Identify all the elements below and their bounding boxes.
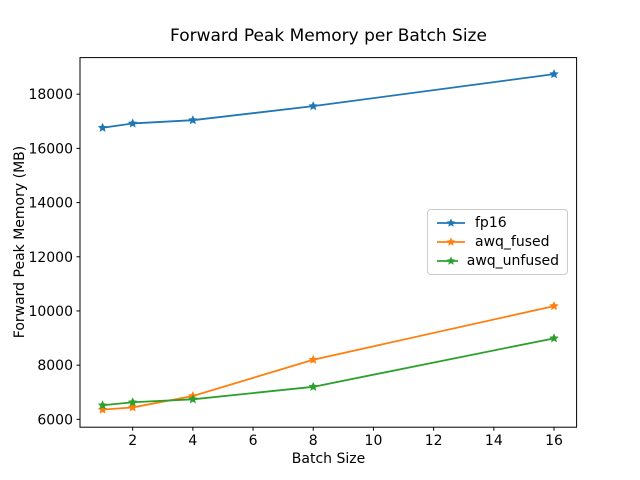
series-marker-awq_fused bbox=[97, 404, 108, 414]
legend-label-awq_unfused: awq_unfused bbox=[466, 252, 559, 269]
x-tick-label: 10 bbox=[365, 433, 383, 449]
series-marker-awq_unfused bbox=[308, 381, 319, 391]
x-axis-label: Batch Size bbox=[291, 451, 366, 467]
y-axis-label: Forward Peak Memory (MB) bbox=[12, 145, 28, 339]
star-icon bbox=[446, 256, 456, 265]
series-line-fp16 bbox=[102, 73, 555, 129]
series-marker-fp16 bbox=[188, 115, 198, 125]
y-tick-label: 8000 bbox=[37, 358, 73, 374]
series-marker-awq_fused bbox=[549, 301, 559, 311]
y-tick-label: 16000 bbox=[28, 141, 73, 157]
y-tick-label: 6000 bbox=[37, 412, 73, 428]
star-icon bbox=[446, 237, 456, 246]
y-tick-label: 18000 bbox=[28, 87, 73, 103]
series-marker-awq_fused bbox=[308, 354, 319, 364]
series-marker-awq_unfused bbox=[188, 394, 198, 404]
x-tick-label: 16 bbox=[545, 433, 563, 449]
chart-title: Forward Peak Memory per Batch Size bbox=[170, 26, 487, 46]
series-line-awq_fused bbox=[102, 305, 555, 411]
x-tick-label: 14 bbox=[485, 433, 503, 449]
series-line-awq_unfused bbox=[102, 337, 555, 407]
x-tick-label: 8 bbox=[309, 433, 318, 449]
legend-label-fp16: fp16 bbox=[475, 215, 507, 232]
series-marker-fp16 bbox=[127, 118, 138, 128]
x-tick-label: 2 bbox=[128, 433, 137, 449]
x-tick-label: 6 bbox=[249, 433, 258, 449]
legend-item-fp16: fp16 bbox=[436, 216, 559, 230]
series-marker-fp16 bbox=[97, 122, 108, 132]
y-tick-label: 14000 bbox=[28, 196, 73, 212]
series-marker-awq_fused bbox=[127, 402, 138, 412]
series-marker-awq_unfused bbox=[549, 333, 559, 343]
x-tick-label: 4 bbox=[188, 433, 197, 449]
legend-item-awq_unfused: awq_unfused bbox=[436, 254, 559, 268]
x-tick-label: 12 bbox=[425, 433, 443, 449]
series-marker-fp16 bbox=[308, 101, 319, 111]
legend-swatch-fp16 bbox=[437, 218, 465, 228]
series-marker-fp16 bbox=[549, 69, 559, 79]
legend-item-awq_fused: awq_fused bbox=[436, 235, 559, 249]
star-icon bbox=[446, 218, 456, 228]
y-tick-label: 12000 bbox=[28, 250, 73, 266]
legend-label-awq_fused: awq_fused bbox=[475, 233, 550, 250]
y-tick-label: 10000 bbox=[28, 304, 73, 320]
legend-swatch-awq_unfused bbox=[437, 256, 458, 265]
series-marker-awq_unfused bbox=[97, 400, 108, 410]
axes-frame bbox=[79, 57, 578, 428]
legend-swatch-awq_fused bbox=[437, 237, 465, 246]
series-marker-awq_unfused bbox=[127, 397, 138, 407]
